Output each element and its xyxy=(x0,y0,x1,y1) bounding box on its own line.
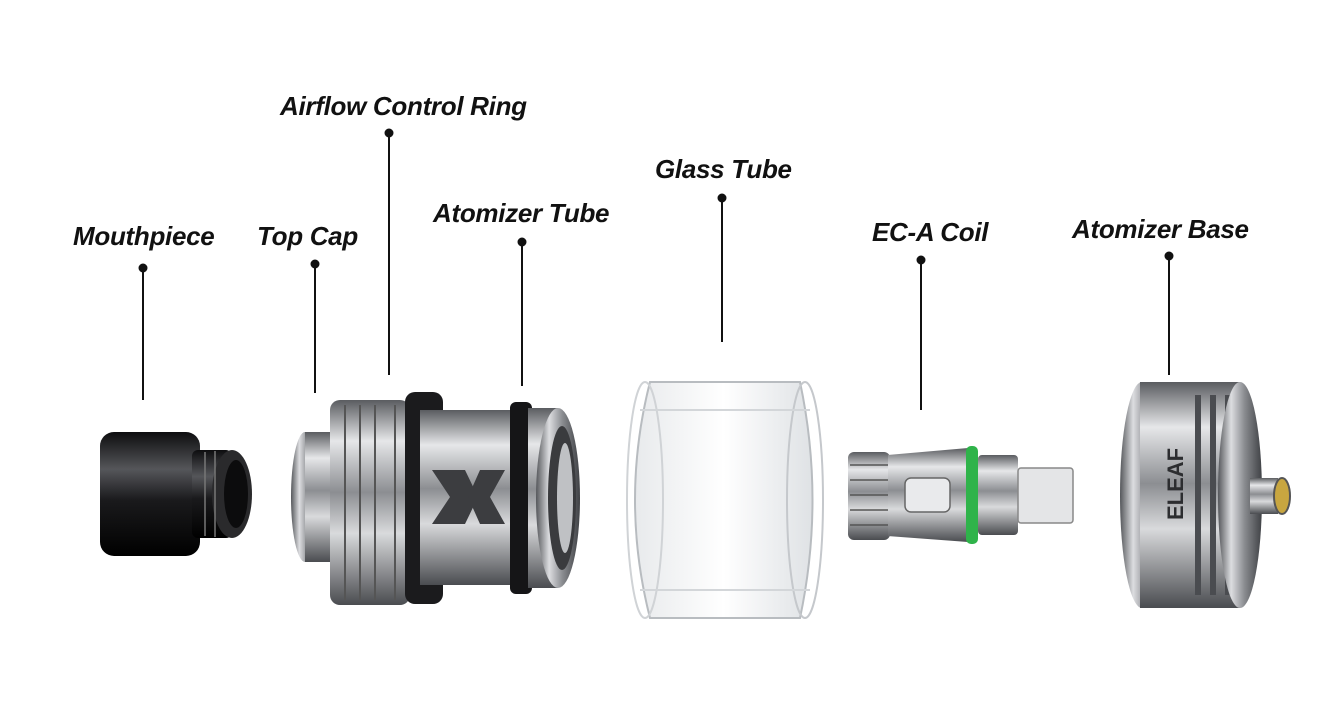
connector-pin-icon xyxy=(1273,477,1291,515)
label-atomizer-base: Atomizer Base xyxy=(1072,214,1249,244)
label-ec-a-coil: EC-A Coil xyxy=(872,217,989,247)
label-airflow-control-ring: Airflow Control Ring xyxy=(280,91,527,121)
label-atomizer-tube: Atomizer Tube xyxy=(433,198,610,228)
coil-green-ring xyxy=(966,446,978,544)
top-cap-assembly-part xyxy=(291,392,580,605)
glass-tube-part xyxy=(626,381,824,619)
leader-lines xyxy=(138,128,1174,410)
atomizer-base-part: ELEAF xyxy=(1120,382,1291,608)
label-mouthpiece: Mouthpiece xyxy=(73,221,215,251)
label-glass-tube: Glass Tube xyxy=(655,154,792,184)
eleaf-logo: ELEAF xyxy=(1163,448,1188,520)
label-top-cap: Top Cap xyxy=(257,221,358,251)
ec-a-coil-part xyxy=(848,446,1074,544)
mouthpiece-part xyxy=(100,432,252,556)
